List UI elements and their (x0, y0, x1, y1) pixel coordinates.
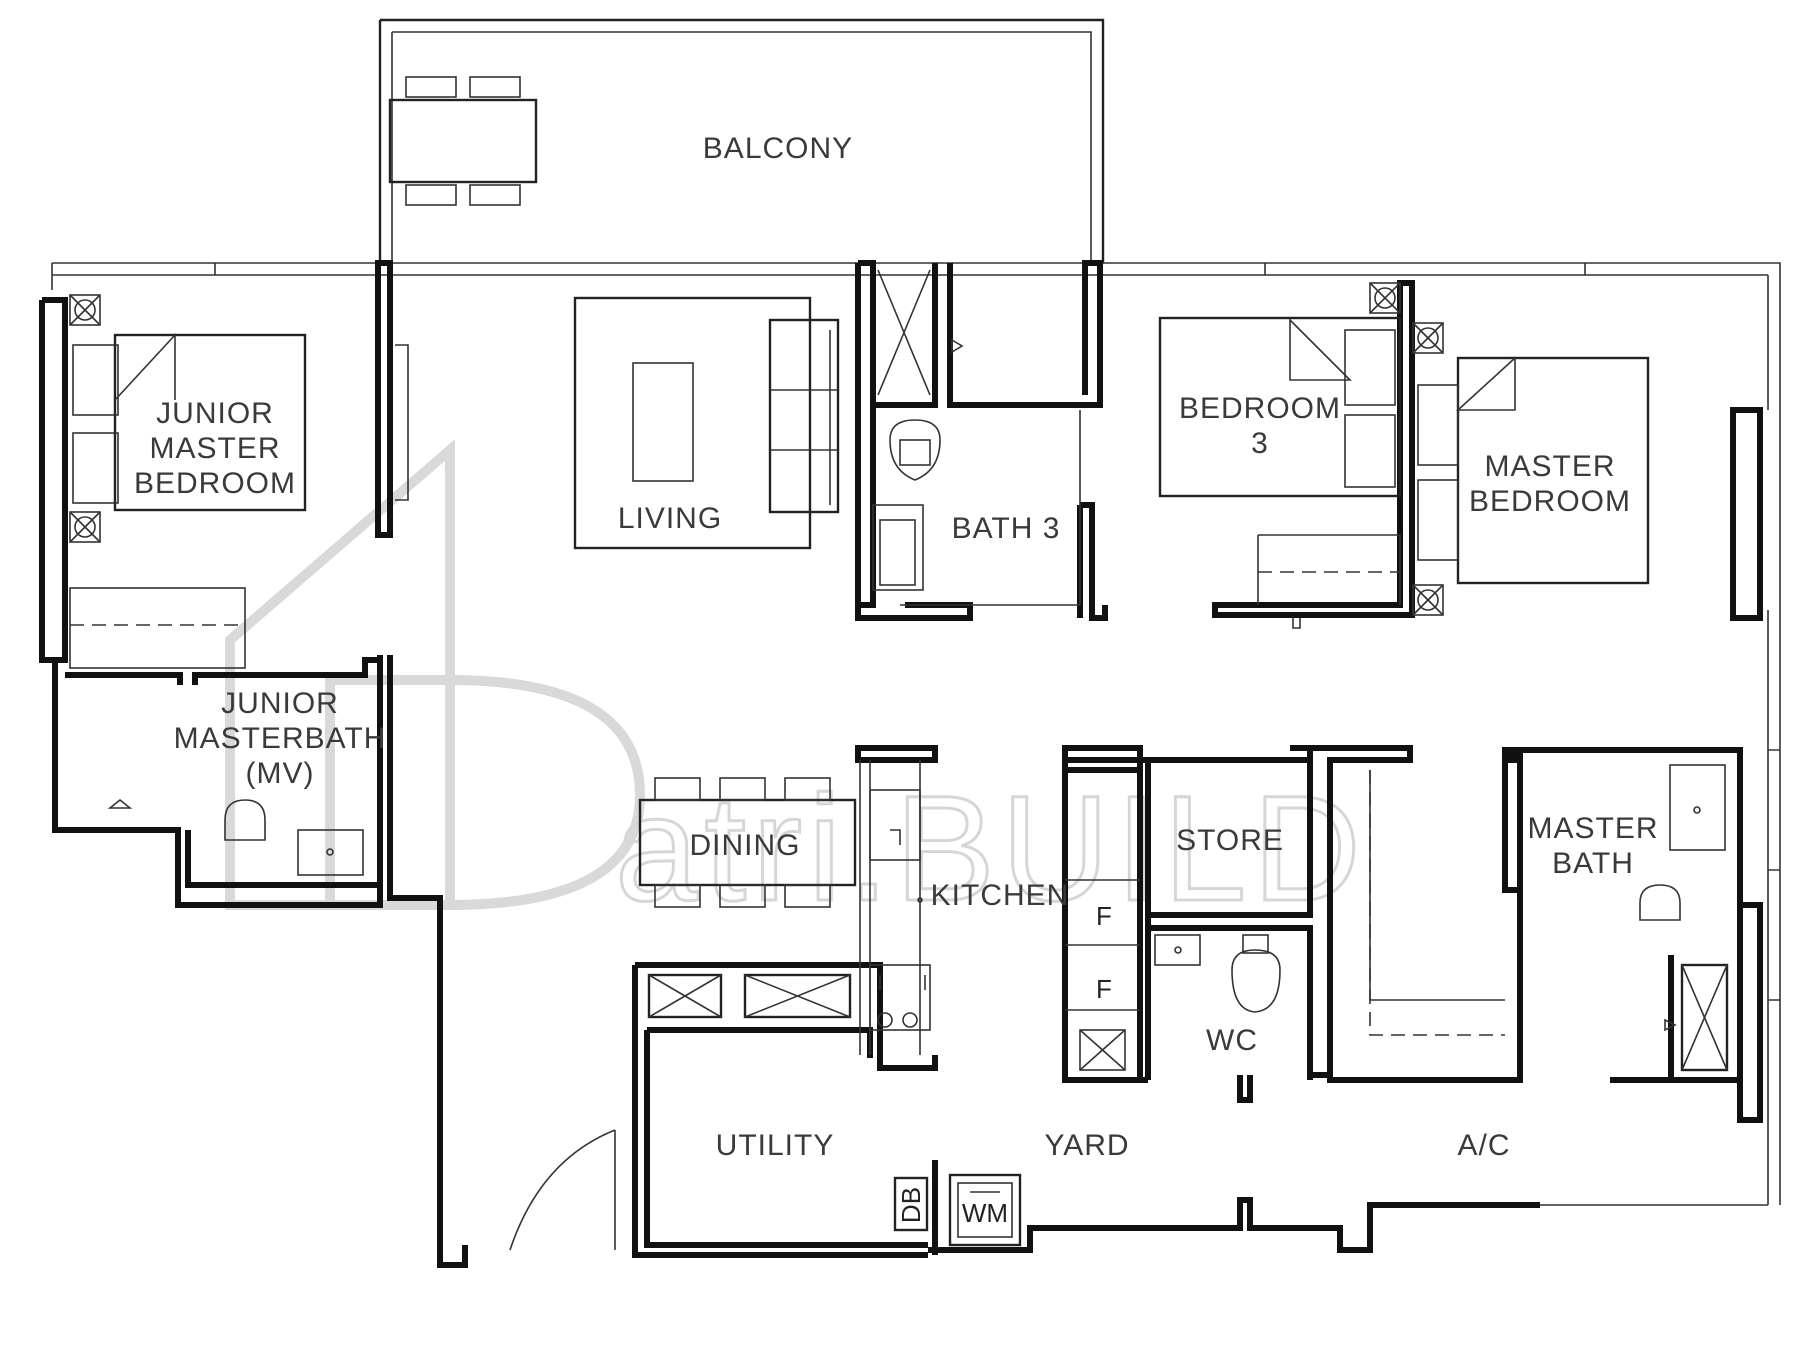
label-jmbath-3: (MV) (246, 757, 315, 790)
label-bedroom3-2: 3 (1251, 427, 1269, 460)
label-yard: YARD (1044, 1129, 1129, 1162)
label-dining: DINING (690, 829, 801, 862)
label-store: STORE (1176, 824, 1284, 857)
label-jmb-1: JUNIOR (156, 397, 274, 430)
label-fridge-1: F (1096, 901, 1112, 931)
label-jmbath-2: MASTERBATH (174, 722, 387, 755)
facade-lines (51, 262, 1781, 1206)
label-wm: WM (962, 1198, 1008, 1228)
label-master-bedroom-2: BEDROOM (1469, 485, 1631, 518)
doors (69, 410, 1401, 1251)
fixture-labels: F F DB WM (896, 901, 1112, 1228)
label-bedroom3-1: BEDROOM (1179, 392, 1341, 425)
label-master-bedroom-1: MASTER (1484, 450, 1615, 483)
label-db: DB (896, 1187, 926, 1223)
label-master-bath-1: MASTER (1527, 812, 1658, 845)
label-living: LIVING (618, 502, 722, 535)
watermark-text: atri.BUILD (615, 764, 1367, 932)
label-fridge-2: F (1096, 974, 1112, 1004)
label-kitchen: KITCHEN (931, 879, 1070, 912)
label-master-bath-2: BATH (1552, 847, 1634, 880)
label-ac: A/C (1457, 1129, 1510, 1162)
watermark-logo: atri.BUILD (225, 439, 1367, 934)
walls (39, 260, 1763, 1268)
furniture (69, 282, 1726, 1247)
label-jmb-3: BEDROOM (134, 467, 296, 500)
wardrobe-marker-1 (69, 294, 101, 326)
room-labels: BALCONY JUNIOR MASTER BEDROOM LIVING BAT… (134, 132, 1658, 1162)
label-wc: WC (1206, 1024, 1258, 1057)
balcony-area (378, 18, 1105, 263)
label-bath3: BATH 3 (952, 512, 1061, 545)
label-balcony: BALCONY (703, 132, 853, 165)
label-jmb-2: MASTER (149, 432, 280, 465)
label-utility: UTILITY (716, 1129, 835, 1162)
label-jmbath-1: JUNIOR (221, 687, 339, 720)
